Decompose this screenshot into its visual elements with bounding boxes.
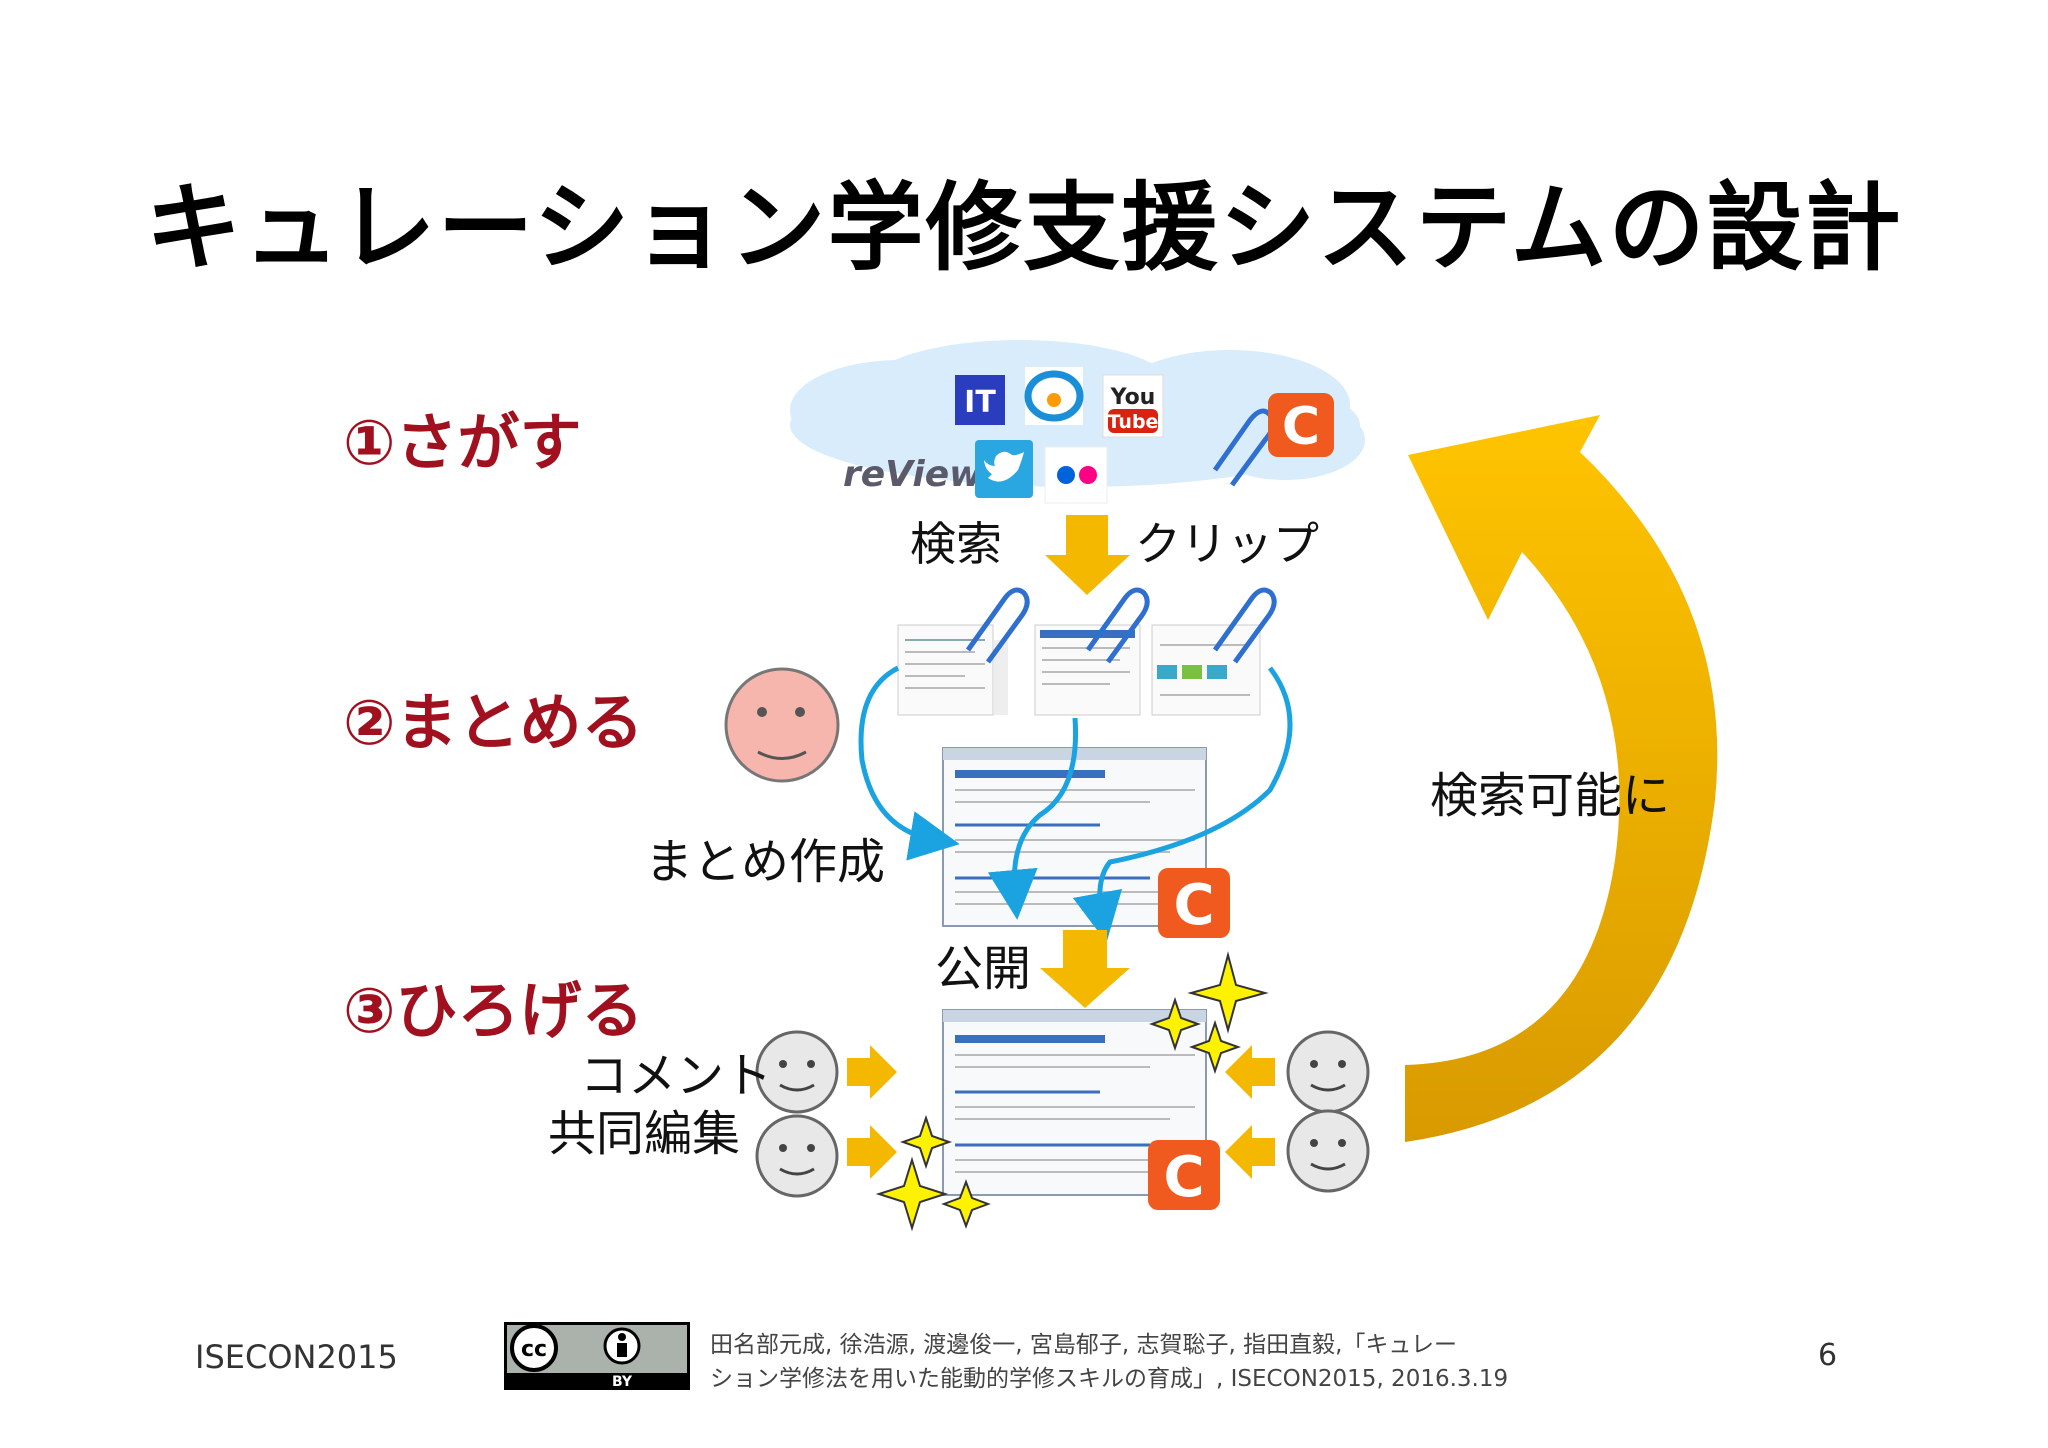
smiley-face-icon	[724, 667, 840, 783]
smiley-face-icon	[1286, 1109, 1370, 1193]
svg-text:cc: cc	[521, 1337, 547, 1362]
smiley-face-icon	[755, 1030, 839, 1114]
step-search: ①さがす	[343, 406, 582, 479]
svg-text:C: C	[1282, 397, 1320, 457]
svg-text:Tube: Tube	[1108, 411, 1159, 433]
right-arrow-icon	[847, 1045, 897, 1179]
svg-text:BY: BY	[612, 1374, 633, 1390]
label-matome-sakusei: まとめ作成	[645, 834, 885, 890]
clipped-page-1	[897, 624, 1008, 716]
cycle-arrow-icon	[1405, 415, 1718, 1142]
curation-c-icon: C	[1268, 393, 1334, 457]
left-arrow-icon	[1225, 1045, 1275, 1179]
sparkle-icon	[875, 951, 1269, 1232]
curation-c-icon: C	[1158, 868, 1230, 938]
citation-line-2: ション学修法を用いた能動的学修スキルの育成」, ISECON2015, 2016…	[710, 1366, 1509, 1392]
svg-text:C: C	[1173, 873, 1214, 938]
twitter-icon	[975, 440, 1033, 498]
slide-title: キュレーション学修支援システムの設計	[145, 172, 1903, 284]
label-comment: コメント	[580, 1048, 772, 1104]
citation: 田名部元成, 徐浩源, 渡邊俊一, 宮島郁子, 志賀聡子, 指田直毅,「キュレー…	[710, 1328, 1508, 1396]
label-kensaku: 検索	[910, 517, 1002, 571]
conference-name: ISECON2015	[195, 1338, 398, 1376]
down-arrow-icon	[1040, 930, 1130, 1008]
label-kyodo-henshu: 共同編集	[548, 1106, 740, 1162]
smiley-face-icon	[755, 1114, 839, 1198]
svg-text:You: You	[1110, 385, 1156, 410]
it-icon: IT	[955, 375, 1005, 425]
curation-c-icon: C	[1148, 1140, 1220, 1210]
label-kensaku-kanou: 検索可能に	[1430, 768, 1670, 824]
flickr-icon	[1044, 446, 1108, 504]
label-clip: クリップ	[1135, 517, 1319, 571]
svg-text:reView: reView	[843, 454, 983, 495]
svg-text:IT: IT	[964, 385, 996, 420]
paperclip-icon	[965, 587, 1277, 664]
clipped-page-3	[1151, 624, 1261, 716]
smiley-face-icon	[1286, 1030, 1370, 1114]
svg-text:C: C	[1163, 1145, 1204, 1210]
review-icon: reView	[843, 454, 983, 495]
down-arrow-icon	[1045, 515, 1130, 595]
citation-line-1: 田名部元成, 徐浩源, 渡邊俊一, 宮島郁子, 志賀聡子, 指田直毅,「キュレー	[710, 1332, 1457, 1358]
bing-icon	[1024, 367, 1084, 425]
step-spread: ③ひろげる	[343, 974, 644, 1047]
label-kokai: 公開	[935, 941, 1031, 997]
page-number: 6	[1818, 1338, 1838, 1373]
step-summarize: ②まとめる	[343, 686, 644, 759]
cc-by-license-icon: cc BY	[504, 1322, 690, 1390]
blue-curve-arrows	[858, 665, 1293, 943]
youtube-icon: You Tube	[1102, 374, 1164, 438]
